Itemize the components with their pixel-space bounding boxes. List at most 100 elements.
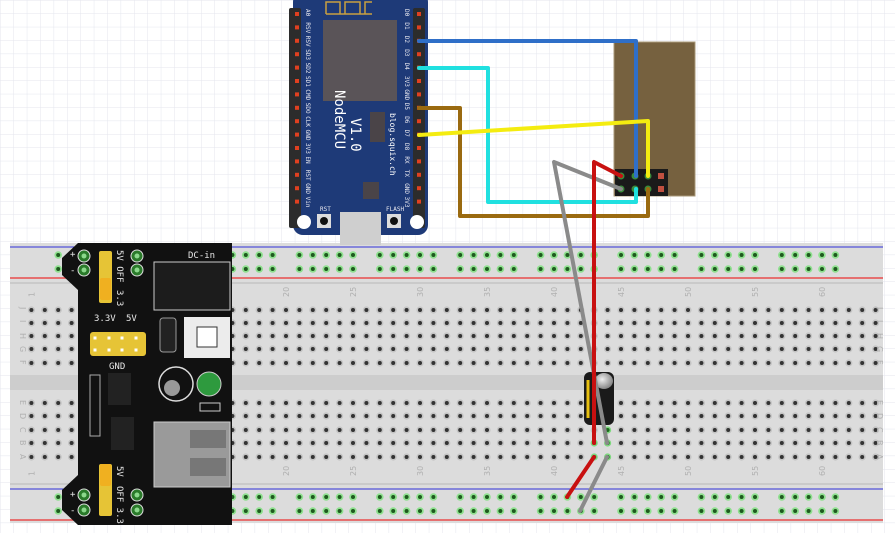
row-label: B [18,440,27,446]
breadboard-hole-center [458,414,463,418]
breadboard-hole-center [42,414,47,418]
nodemcu-pin[interactable] [295,199,299,204]
breadboard-hole-center [793,347,798,351]
breadboard-hole-center [645,347,650,351]
nodemcu-pin[interactable] [417,52,421,57]
nodemcu-pin[interactable] [295,159,299,164]
breadboard-hole-center [873,321,878,325]
nodemcu-left-pin-label: CMD [304,89,311,100]
row-label: F [18,360,27,365]
breadboard-hole-center [364,361,369,365]
column-label: 45 [617,287,626,297]
nodemcu-pin[interactable] [417,146,421,150]
nodemcu-pin[interactable] [295,65,299,70]
power-module[interactable]: + - 5V OFF 3.3 DC-in 3.3V 5V GND 5V OFF … [62,243,232,525]
breadboard-hole-center [833,414,838,418]
resistor-array [89,374,101,437]
breadboard-hole-center [243,308,248,312]
nodemcu-pin[interactable] [295,146,299,150]
rail-hole-center [243,253,248,257]
breadboard-hole-center [431,308,436,312]
nodemcu-right-pin-label: D4 [403,63,410,71]
wire-gray-rail[interactable] [578,455,609,513]
breadboard-hole-center [619,321,623,325]
nodemcu-pin[interactable] [295,132,299,137]
column-label: 30 [416,466,425,476]
nodemcu-right-pin-label: D5 [403,103,410,111]
wire-yellow[interactable] [417,119,650,178]
nodemcu-board[interactable]: A0RSVRSVSD3SD2SD1CMDSDOCLKGND3V3ENRSTGND… [289,0,428,245]
wire-red[interactable] [592,160,623,445]
sensor-pin[interactable] [658,173,664,179]
breadboard-hole-center [726,401,731,405]
nodemcu-pin[interactable] [295,79,299,83]
nodemcu-pin[interactable] [295,12,299,16]
nodemcu-left-pin-label: SD3 [304,49,311,60]
nodemcu-pin[interactable] [417,25,421,30]
rail-hole-center [552,509,556,513]
breadboard-hole-center [632,361,637,365]
breadboard-hole-center [498,401,503,405]
rail-hole-center [485,495,489,499]
rail-hole-center [806,253,811,257]
wire-blue[interactable] [417,39,638,178]
column-label: 40 [550,287,559,297]
nodemcu-left-pin-label: CLK [304,116,311,127]
breadboard-hole-center [686,428,690,432]
rail-hole-center [498,253,503,257]
breadboard-hole-center [337,321,342,325]
wire-brown[interactable] [417,106,650,218]
breadboard-hole-center [324,361,329,365]
nodemcu-pin[interactable] [295,186,299,191]
nodemcu-pin[interactable] [295,92,299,97]
breadboard-hole-center [270,401,275,405]
rail-hole-center [578,495,583,499]
breadboard-hole-center [29,441,34,445]
wire-red-rail[interactable] [565,455,596,499]
column-label: 40 [550,466,559,476]
breadboard-hole-center [377,347,382,351]
wire-gray[interactable] [552,160,623,445]
breadboard-hole-center [351,334,355,338]
breadboard-hole-center [739,361,744,365]
top-jumper-5v-off-label: 5V OFF [114,250,124,283]
breadboard-hole-center [29,455,34,459]
breadboard-hole-center [552,308,556,312]
nodemcu-left-pin-label: GND [304,183,311,194]
breadboard-hole-center [793,321,798,325]
breadboard-hole-center [458,455,463,459]
breadboard-hole-center [377,441,382,445]
nodemcu-pin[interactable] [295,105,299,110]
rail-hole-center [471,495,476,499]
breadboard-hole-center [833,334,838,338]
nodemcu-pin[interactable] [295,119,299,124]
breadboard-hole-center [391,308,396,312]
rail-hole-center [672,495,677,499]
nodemcu-pin[interactable] [295,172,299,177]
breadboard-hole-center [29,428,34,432]
breadboard-hole-center [444,401,449,405]
nodemcu-pin[interactable] [417,186,421,191]
nodemcu-pin[interactable] [417,92,421,97]
nodemcu-pin[interactable] [295,52,299,57]
antenna-trace [325,1,372,14]
nodemcu-pin[interactable] [417,172,421,177]
nodemcu-pin[interactable] [295,38,299,43]
breadboard-hole-center [860,401,865,405]
nodemcu-pin[interactable] [295,25,299,30]
wire-cyan[interactable] [417,66,638,204]
sensor-pin[interactable] [658,186,664,192]
breadboard-hole-center [69,414,74,418]
breadboard-hole-center [619,334,623,338]
breadboard-hole-center [56,401,61,405]
nodemcu-pin[interactable] [417,159,421,164]
breadboard-hole-center [351,321,355,325]
nodemcu-pin[interactable] [417,12,421,16]
bottom-jumper-cap[interactable] [100,464,111,486]
nodemcu-pin[interactable] [417,119,421,124]
sensor-module[interactable] [613,41,696,197]
nodemcu-pin[interactable] [417,199,421,204]
nodemcu-pin[interactable] [417,79,421,83]
breadboard-hole-center [42,308,47,312]
top-jumper-cap[interactable] [100,278,111,300]
